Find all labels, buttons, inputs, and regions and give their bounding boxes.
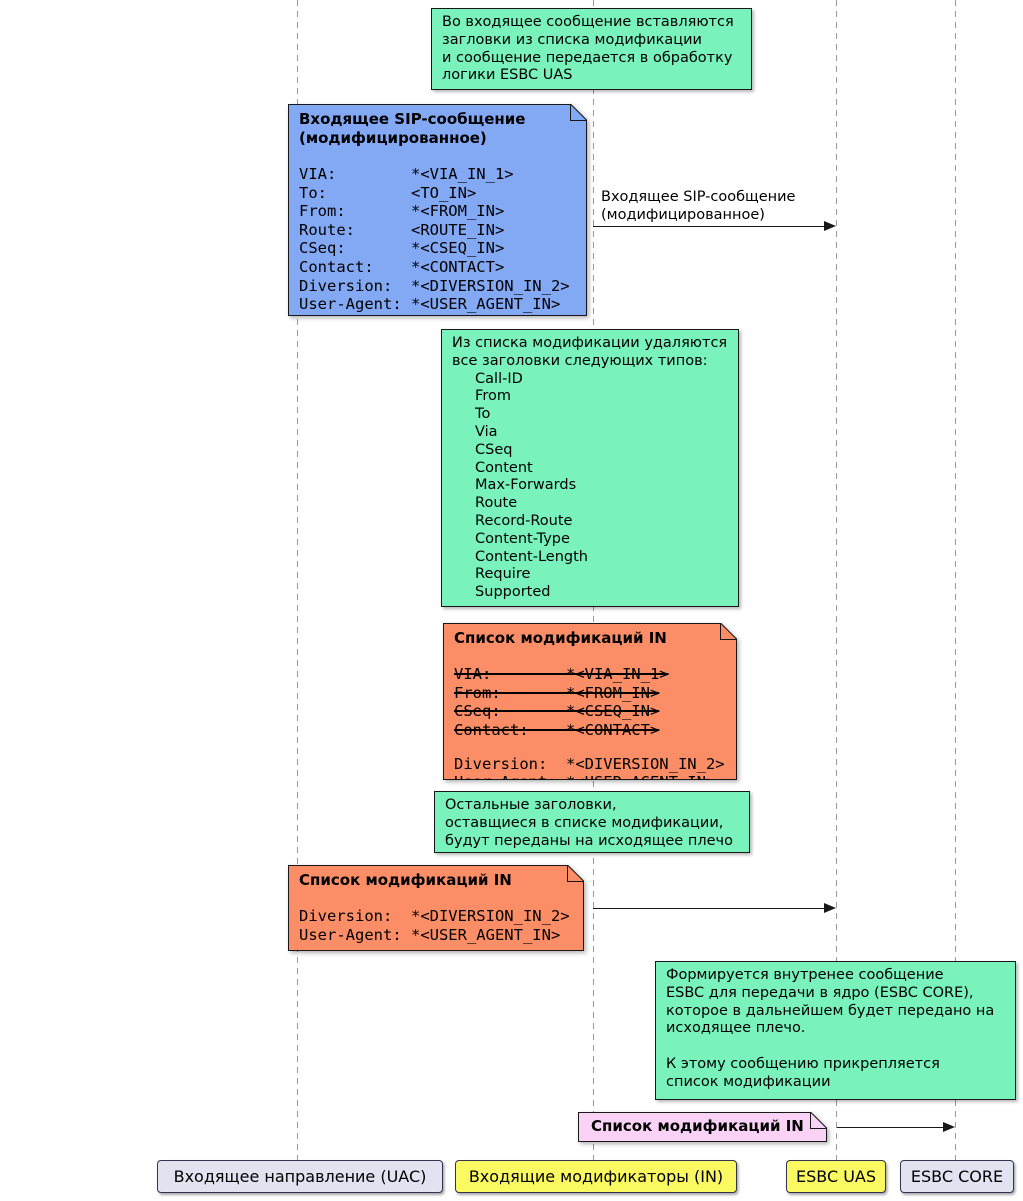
participant-esbc-core-label: ESBC CORE xyxy=(910,1167,1004,1186)
message-label-modified-sip: Входящее SIP-сообщение (модифицированное… xyxy=(601,189,796,223)
note-modification-list-in-final: Список модификаций IN Diversion: *<DIVER… xyxy=(288,865,584,951)
note-modlist-final-title: Список модификаций IN xyxy=(299,871,512,889)
note-modification-list-in-attached: Список модификаций IN xyxy=(578,1112,827,1142)
note-modification-list-in-full: Список модификаций IN VIA: *<VIA_IN_1> F… xyxy=(443,623,737,780)
lifeline-esbc-core xyxy=(955,0,956,1160)
note-core-message-text: Формируется внутренее сообщение ESBC для… xyxy=(666,967,995,1090)
note-modlist-attached-title: Список модификаций IN xyxy=(591,1117,804,1135)
participant-in-modifiers: Входящие модификаторы (IN) xyxy=(455,1160,737,1193)
message-arrow-modlist-to-core xyxy=(837,1121,955,1132)
participant-in-modifiers-label: Входящие модификаторы (IN) xyxy=(468,1167,724,1186)
note-remaining-headers-text: Остальные заголовки, оставщиеся в списке… xyxy=(445,797,733,849)
note-modlist-kept-headers: Diversion: *<DIVERSION_IN_2> User-Agent:… xyxy=(454,754,725,792)
note-removal-list-text: Из списка модификации удаляются все заго… xyxy=(452,335,728,601)
note-fold-icon xyxy=(720,623,737,640)
note-core-message-info: Формируется внутренее сообщение ESBC для… xyxy=(655,961,1016,1100)
note-sip-message-modified: Входящее SIP-сообщение (модифицированное… xyxy=(288,104,587,316)
participant-uac-label: Входящее направление (UAC) xyxy=(173,1167,427,1186)
participant-esbc-uas-label: ESBC UAS xyxy=(795,1167,877,1186)
note-sip-title: Входящее SIP-сообщение (модифицированное… xyxy=(299,110,526,147)
note-insert-headers: Во входящее сообщение вставляются заглов… xyxy=(431,8,752,90)
participant-esbc-core: ESBC CORE xyxy=(900,1160,1014,1193)
note-insert-headers-text: Во входящее сообщение вставляются заглов… xyxy=(442,14,734,84)
note-modlist-full-title: Список модификаций IN xyxy=(454,629,667,647)
note-header-removal-list: Из списка модификации удаляются все заго… xyxy=(441,329,739,607)
message-arrow-modlist-to-uas xyxy=(593,902,836,913)
lifeline-esbc-uas xyxy=(836,0,837,1160)
participant-esbc-uas: ESBC UAS xyxy=(786,1160,886,1193)
note-modlist-removed-headers: VIA: *<VIA_IN_1> From: *<FROM_IN> CSeq: … xyxy=(454,665,669,739)
message-arrow-modified-sip xyxy=(593,220,836,231)
participant-uac: Входящее направление (UAC) xyxy=(157,1160,443,1193)
note-fold-icon xyxy=(570,104,587,121)
note-fold-icon xyxy=(567,865,584,882)
lifeline-uac xyxy=(297,0,298,1160)
note-remaining-headers: Остальные заголовки, оставщиеся в списке… xyxy=(434,791,750,853)
note-modlist-final-headers: Diversion: *<DIVERSION_IN_2> User-Agent:… xyxy=(299,907,570,944)
note-fold-icon xyxy=(810,1112,827,1129)
note-sip-headers: VIA: *<VIA_IN_1> To: <TO_IN> From: *<FRO… xyxy=(299,165,570,314)
